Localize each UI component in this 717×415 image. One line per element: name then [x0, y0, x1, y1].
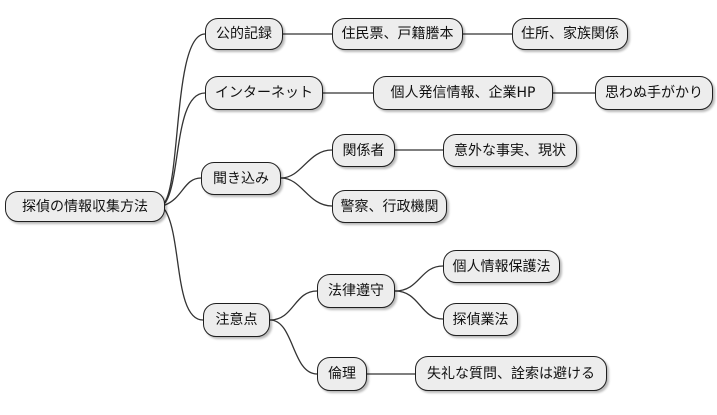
node-surprising-facts: 意外な事実、現状 [443, 134, 577, 167]
node-root: 探偵の情報収集方法 [5, 191, 165, 222]
edge-cautions-ethics [269, 319, 318, 375]
node-cautions: 注意点 [203, 303, 270, 337]
edge-interviews-police-agencies [280, 177, 333, 207]
node-related-people: 関係者 [332, 134, 395, 167]
edge-root-internet [164, 92, 206, 204]
node-internet: インターネット [205, 76, 323, 110]
node-unexpected-clues: 思わぬ手がかり [595, 76, 713, 110]
node-address-family: 住所、家族関係 [512, 18, 628, 50]
edge-legal-compliance-detective-business-law [394, 290, 444, 320]
node-ethics: 倫理 [317, 357, 367, 391]
edge-root-public-records [164, 33, 206, 203]
edge-interviews-related-people [280, 149, 333, 179]
node-privacy-law: 個人情報保護法 [443, 250, 560, 283]
node-personal-info-company-hp: 個人発信情報、企業HP [373, 76, 553, 110]
edge-legal-compliance-privacy-law [394, 265, 444, 292]
node-avoid-rude-questions: 失礼な質問、詮索は避ける [415, 356, 607, 391]
node-police-agencies: 警察、行政機関 [332, 190, 447, 223]
edge-root-cautions [164, 209, 204, 321]
node-resident-register: 住民票、戸籍謄本 [332, 18, 463, 50]
node-interviews: 聞き込み [201, 162, 281, 195]
node-public-records: 公的記録 [205, 18, 283, 50]
edge-root-interviews [164, 177, 202, 206]
edge-cautions-legal-compliance [269, 290, 318, 321]
node-detective-business-law: 探偵業法 [443, 303, 518, 336]
node-legal-compliance: 法律遵守 [317, 274, 395, 308]
